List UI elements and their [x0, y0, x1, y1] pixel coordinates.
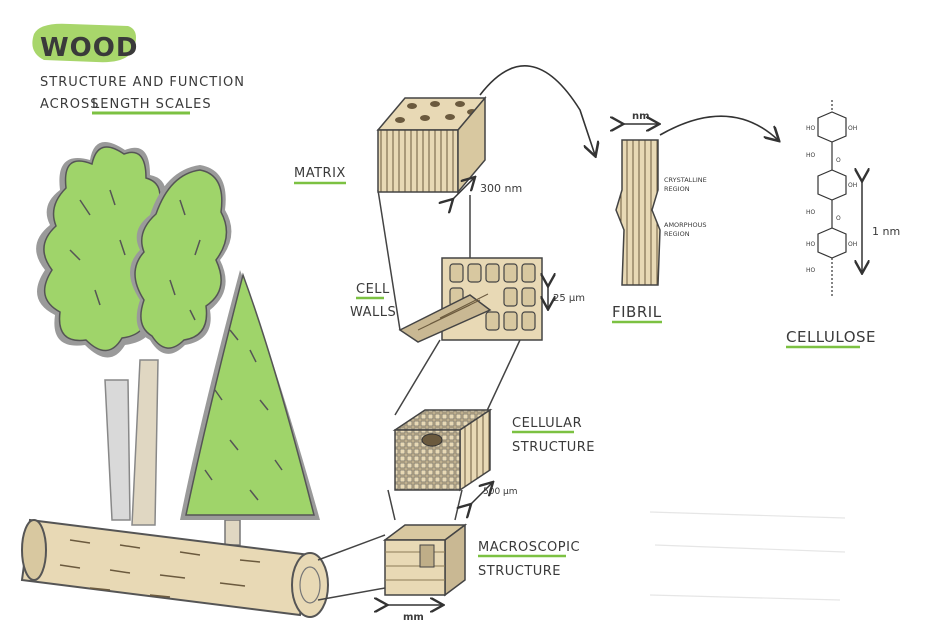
title-main: WOOD [40, 33, 138, 63]
label-matrix: MATRIX [294, 166, 346, 181]
title-line1: STRUCTURE AND FUNCTION [40, 75, 245, 90]
ho-label: HO [806, 209, 816, 216]
arrow-fibril-to-cellulose [659, 115, 778, 140]
cellulose-groups: OH HO HO O OH HO O HO OH HO [806, 125, 857, 274]
title-line2-highlight: LENGTH SCALES [92, 97, 212, 112]
scale-matrix: 300 nm [480, 182, 522, 195]
label-cell-walls-2: WALLS [350, 305, 396, 320]
cell-walls-block: 25 µm [398, 257, 585, 343]
label-cellular-2: STRUCTURE [512, 440, 595, 455]
oh-label: OH [848, 182, 857, 189]
ho-label: HO [806, 125, 816, 132]
label-amorphous-2: REGION [664, 230, 690, 238]
label-crystalline-1: CRYSTALLINE [664, 176, 707, 184]
label-amorphous-1: AMORPHOUS [664, 221, 707, 229]
oh-label: OH [848, 241, 857, 248]
o-label: O [836, 215, 841, 222]
ho-label: HO [806, 267, 816, 274]
o-label: O [836, 157, 841, 164]
cellulose-molecule [817, 100, 847, 296]
cellular-block: 500 µm [392, 408, 518, 505]
label-macro-2: STRUCTURE [478, 564, 561, 579]
arrow-matrix-to-fibril [479, 65, 595, 155]
conifer-tree [180, 270, 320, 546]
deciduous-tree [36, 142, 232, 526]
oh-label: OH [848, 125, 857, 132]
scale-cellular: 500 µm [483, 487, 518, 497]
fibril-drawing: nm CRYSTALLINE REGION AMORPHOUS REGION [616, 111, 707, 286]
ho-label: HO [806, 152, 816, 159]
title-block: WOOD STRUCTURE AND FUNCTION ACROSS LENGT… [32, 23, 245, 115]
scale-fibril: nm [632, 111, 650, 122]
label-crystalline-2: REGION [664, 185, 690, 193]
macroscopic-block: mm [385, 523, 468, 623]
scale-cell-walls: 25 µm [553, 293, 585, 304]
label-cellular-1: CELLULAR [512, 416, 582, 431]
log [20, 518, 329, 618]
label-fibril: FIBRIL [612, 303, 662, 321]
sketch-guides [649, 511, 846, 601]
label-cell-walls-1: CELL [356, 282, 390, 297]
matrix-block: 300 nm [376, 95, 522, 200]
title-line2-prefix: ACROSS [40, 97, 100, 112]
ho-label: HO [806, 241, 816, 248]
label-macro-1: MACROSCOPIC [478, 540, 580, 555]
scale-macro: mm [403, 612, 424, 623]
label-cellulose: CELLULOSE [786, 328, 876, 346]
scale-cellulose: 1 nm [872, 225, 900, 238]
title-highlight [32, 23, 137, 63]
